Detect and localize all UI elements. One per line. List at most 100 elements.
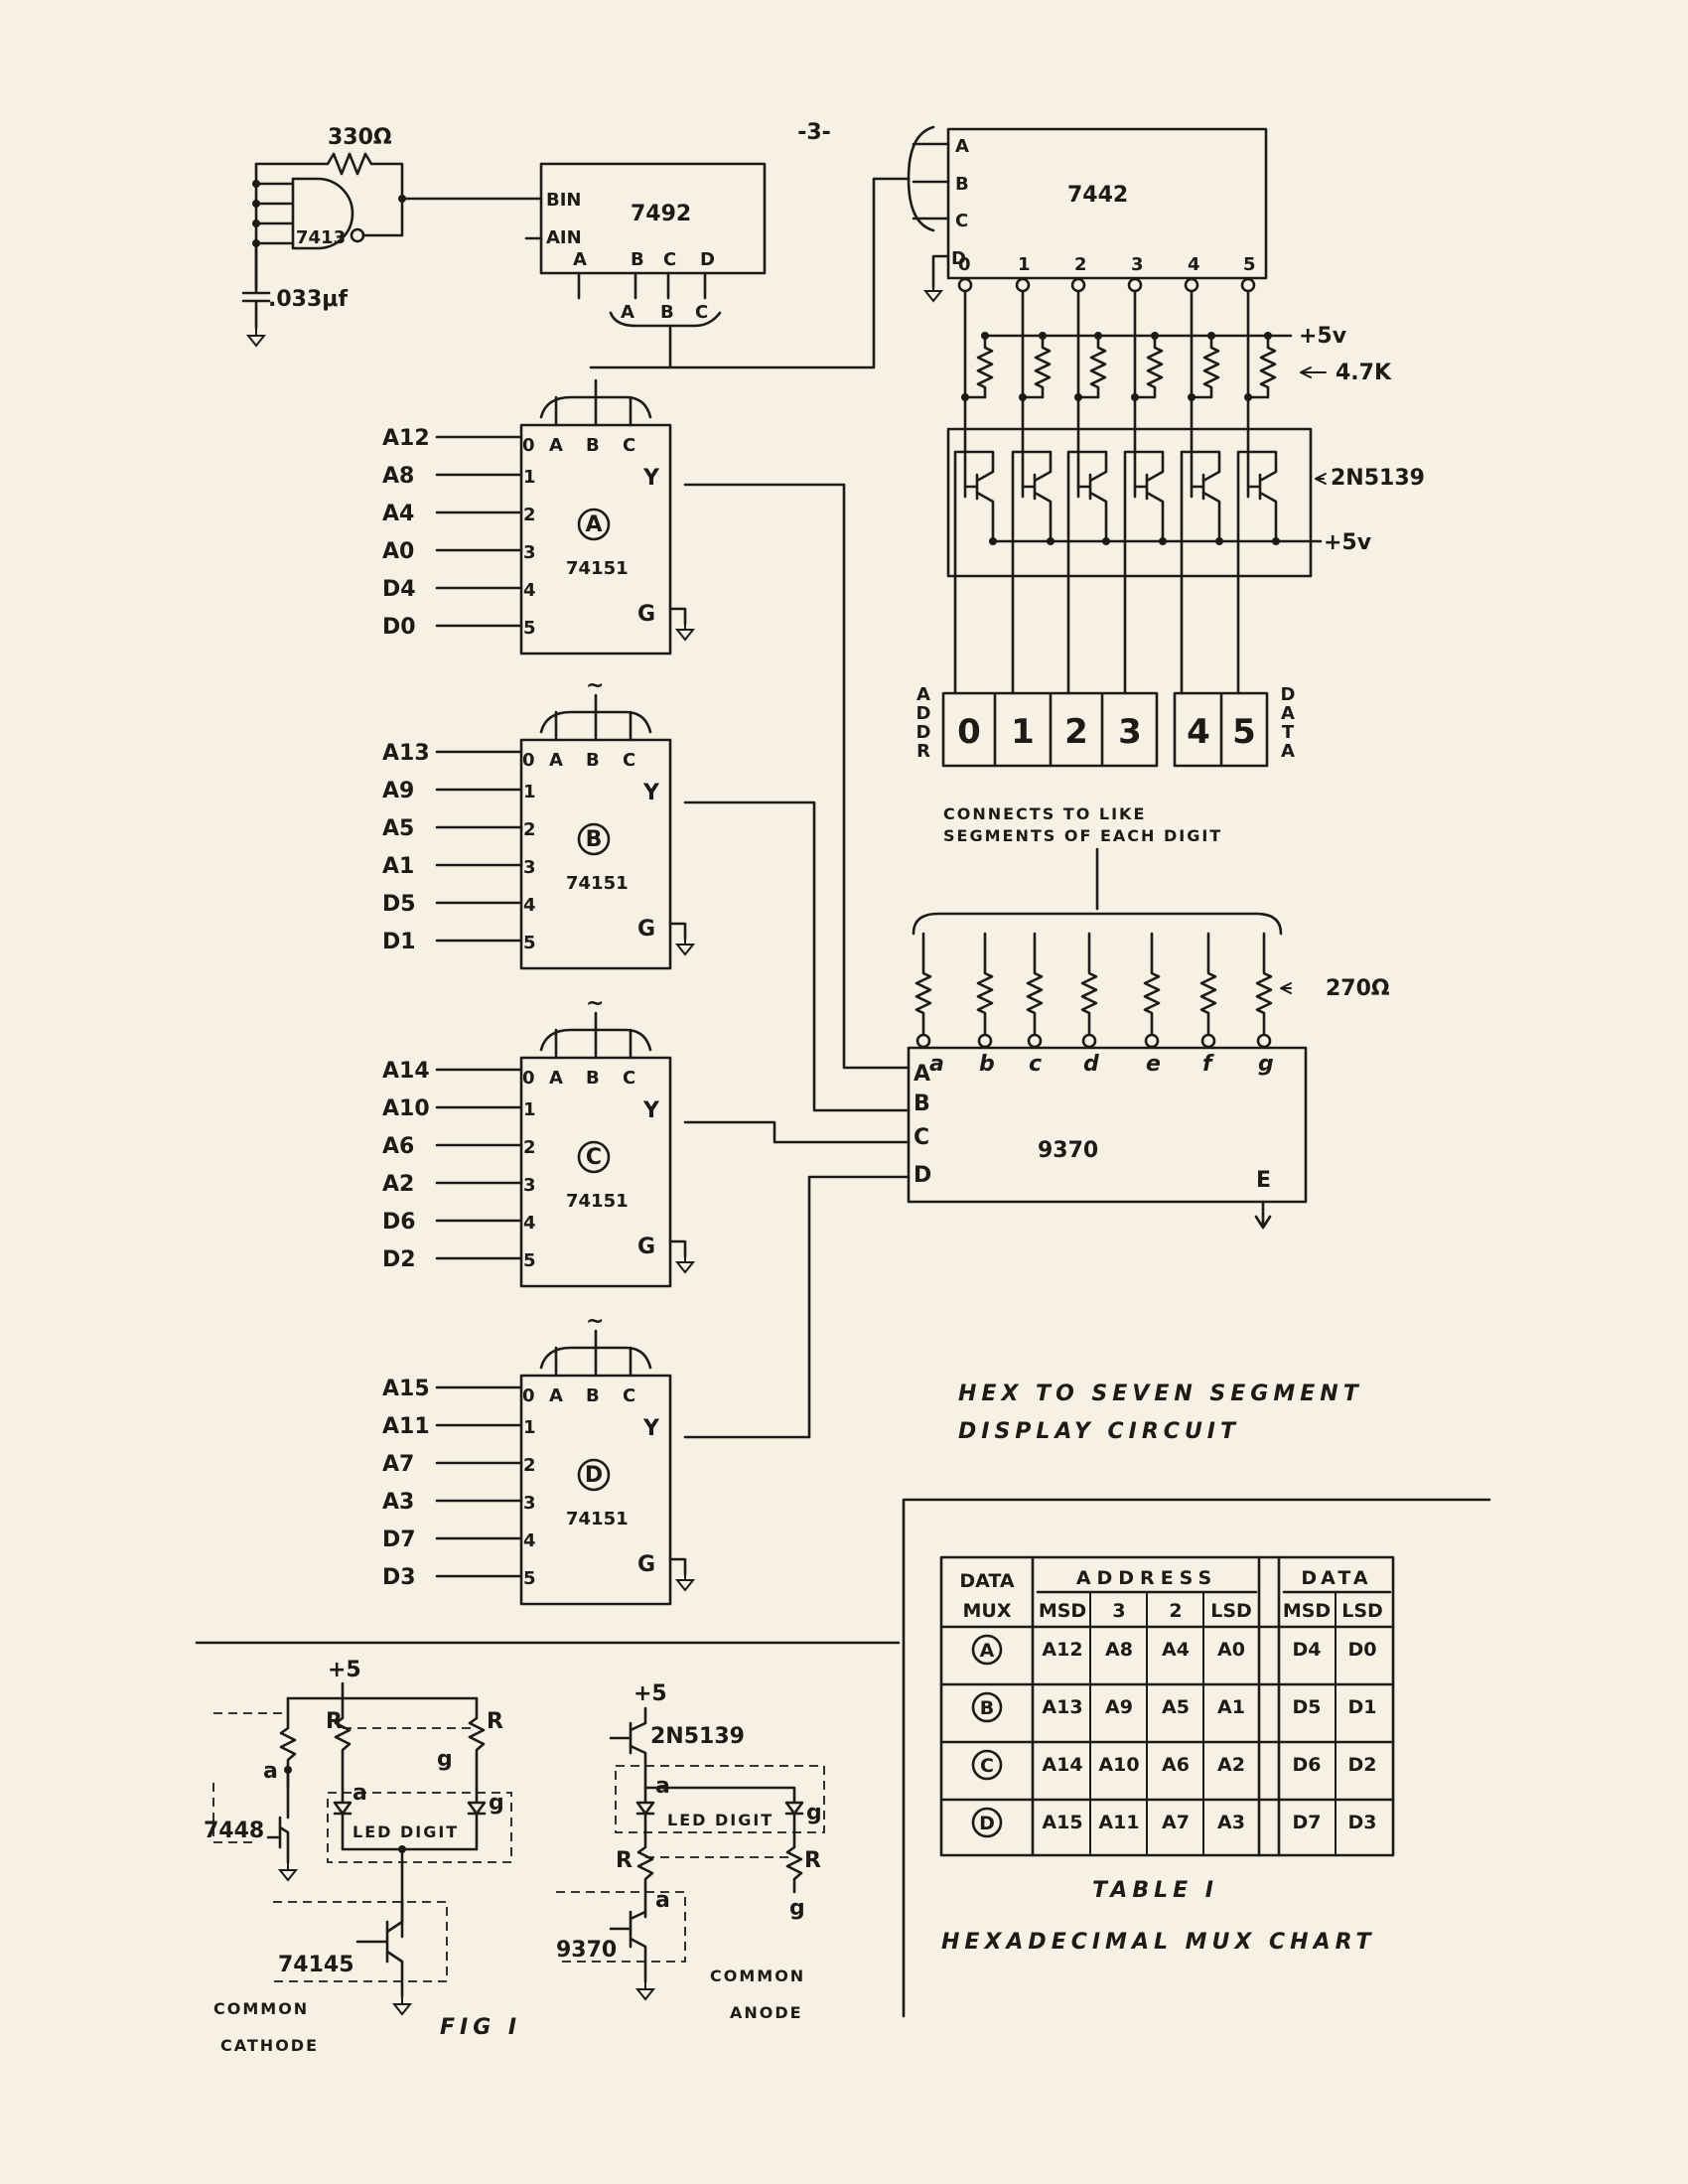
mux-select-bus <box>539 395 652 419</box>
table-mux-circle <box>971 1634 1003 1666</box>
anode-caption-1: COMMON <box>710 1966 805 1985</box>
driver-supply: +5v <box>1324 530 1372 555</box>
mux-enable-wire <box>668 922 687 941</box>
mux-input-a15: A15 <box>382 1377 430 1401</box>
mux-chip-label: 74151 <box>566 558 629 579</box>
table-head-data: DATA <box>959 1570 1014 1592</box>
mux-select-a: A <box>549 1068 563 1089</box>
table-cell-data: D3 <box>1348 1812 1377 1833</box>
table-cell-data: D2 <box>1348 1754 1377 1776</box>
mux-input-0: 0 <box>522 750 535 771</box>
mux-enable-g: G <box>637 1235 655 1259</box>
mux-id-label: D <box>585 1463 603 1488</box>
anode-transistor: 2N5139 <box>650 1724 745 1749</box>
table-cell-address: A14 <box>1042 1754 1082 1776</box>
mux-input-a4: A4 <box>382 502 414 526</box>
mux-input-number: 2 <box>523 1137 536 1158</box>
pullup-resistor <box>1021 334 1052 399</box>
table-cell-data: D4 <box>1293 1639 1322 1661</box>
pullup-resistor <box>1246 334 1277 399</box>
table-cell-address: A5 <box>1162 1696 1190 1718</box>
decoder-in-a: A <box>955 136 969 157</box>
decoder-chip-label: 7442 <box>1067 183 1128 208</box>
segdriver-in-d: D <box>914 1163 931 1188</box>
mux-input-d1: D1 <box>382 930 416 954</box>
mux-select-b: B <box>586 1385 600 1406</box>
mux-output-wires <box>683 483 911 1439</box>
anode-r2: R <box>804 1848 821 1873</box>
pullup-junction <box>1039 332 1047 340</box>
segment-resistor <box>914 932 932 1035</box>
segment-output-label-g: g <box>1258 1052 1274 1077</box>
mux-select-c: C <box>623 1068 635 1089</box>
mux-input-number: 5 <box>523 933 536 953</box>
connect-note-1: CONNECTS TO LIKE <box>943 804 1146 823</box>
table-sub-data-lsd: LSD <box>1341 1600 1383 1622</box>
driver-transistor <box>1236 450 1278 695</box>
decoder-output-pin <box>1240 277 1256 293</box>
cathode-supply: +5 <box>328 1658 361 1682</box>
mux-select-b: B <box>586 435 600 456</box>
segment-resistor <box>1255 932 1273 1035</box>
table-head-address: ADDRESS <box>1076 1567 1217 1589</box>
segment-output-pin <box>977 1033 993 1049</box>
pullup-node <box>1244 393 1252 401</box>
mux-input-a2: A2 <box>382 1172 414 1197</box>
mux-input-a14: A14 <box>382 1059 430 1084</box>
segment-output-label-e: e <box>1146 1052 1161 1077</box>
decoder-output-pin <box>1184 277 1199 293</box>
mux-input-number: 1 <box>523 782 536 802</box>
pullup-resistor <box>1190 334 1220 399</box>
segment-output-pin <box>1081 1033 1097 1049</box>
table-mux-circle <box>971 1691 1003 1723</box>
mux-input-d7: D7 <box>382 1528 416 1552</box>
table-sub-3: 3 <box>1112 1600 1125 1622</box>
driver-supply-node <box>989 537 997 545</box>
mux-tilde: ~ <box>586 1309 604 1334</box>
cathode-r1: R <box>326 1709 343 1734</box>
mux-id-label: B <box>586 827 603 852</box>
table-cell-data: D6 <box>1293 1754 1322 1776</box>
segdriver-chip-label: 9370 <box>1038 1138 1098 1163</box>
pullup-node <box>1188 393 1196 401</box>
segdriver-in-b: B <box>914 1092 930 1116</box>
anode-seg-a-out: a <box>655 1888 670 1913</box>
counter-7492: 7492 BIN AIN A B C D A B C <box>524 162 911 369</box>
mux-input-number: 3 <box>523 542 536 563</box>
mux-input-a11: A11 <box>382 1414 430 1439</box>
cathode-digit: LED DIGIT <box>352 1822 459 1841</box>
mux-output-y: Y <box>642 781 660 805</box>
mux-input-number: 4 <box>523 1530 536 1551</box>
table-cell-address: A7 <box>1162 1812 1190 1833</box>
mux-chart-table: DATA MUX ADDRESS DATA MSD 3 2 LSD MSD LS… <box>939 1555 1395 1955</box>
segment-resistor <box>1199 932 1217 1035</box>
mux-id-label: A <box>585 512 602 537</box>
digit-3: 3 <box>1118 712 1142 752</box>
mux-id-label: C <box>586 1145 602 1170</box>
table-cell-mux: A <box>980 1640 995 1662</box>
decoder-output-pin <box>1127 277 1143 293</box>
circuit-title-line2: DISPLAY CIRCUIT <box>958 1419 1240 1444</box>
anode-digit: LED DIGIT <box>667 1811 774 1829</box>
circuit-title-line1: HEX TO SEVEN SEGMENT <box>958 1382 1363 1406</box>
driver-supply-node <box>1215 537 1223 545</box>
clock-cap-label: .033μf <box>268 287 348 312</box>
mux-enable-wire <box>668 607 687 626</box>
driver-supply-node <box>1102 537 1110 545</box>
digit-0: 0 <box>957 712 981 752</box>
table-cell-mux: D <box>979 1813 995 1834</box>
decoder-out-4: 4 <box>1188 254 1200 275</box>
table-head-mux: MUX <box>963 1600 1012 1622</box>
mux-enable-g: G <box>637 1552 655 1577</box>
decoder-out-0: 0 <box>958 254 971 275</box>
table-cell-mux: C <box>980 1755 994 1777</box>
segment-output-pin <box>1027 1033 1043 1049</box>
mux-select-lines <box>554 1011 633 1060</box>
segment-output-pin <box>915 1033 931 1049</box>
decoder-in-b: B <box>955 174 969 195</box>
ground-icon <box>676 1253 694 1273</box>
table-cell-data: D0 <box>1348 1639 1377 1661</box>
circuit-title: HEX TO SEVEN SEGMENT DISPLAY CIRCUIT <box>958 1382 1363 1444</box>
